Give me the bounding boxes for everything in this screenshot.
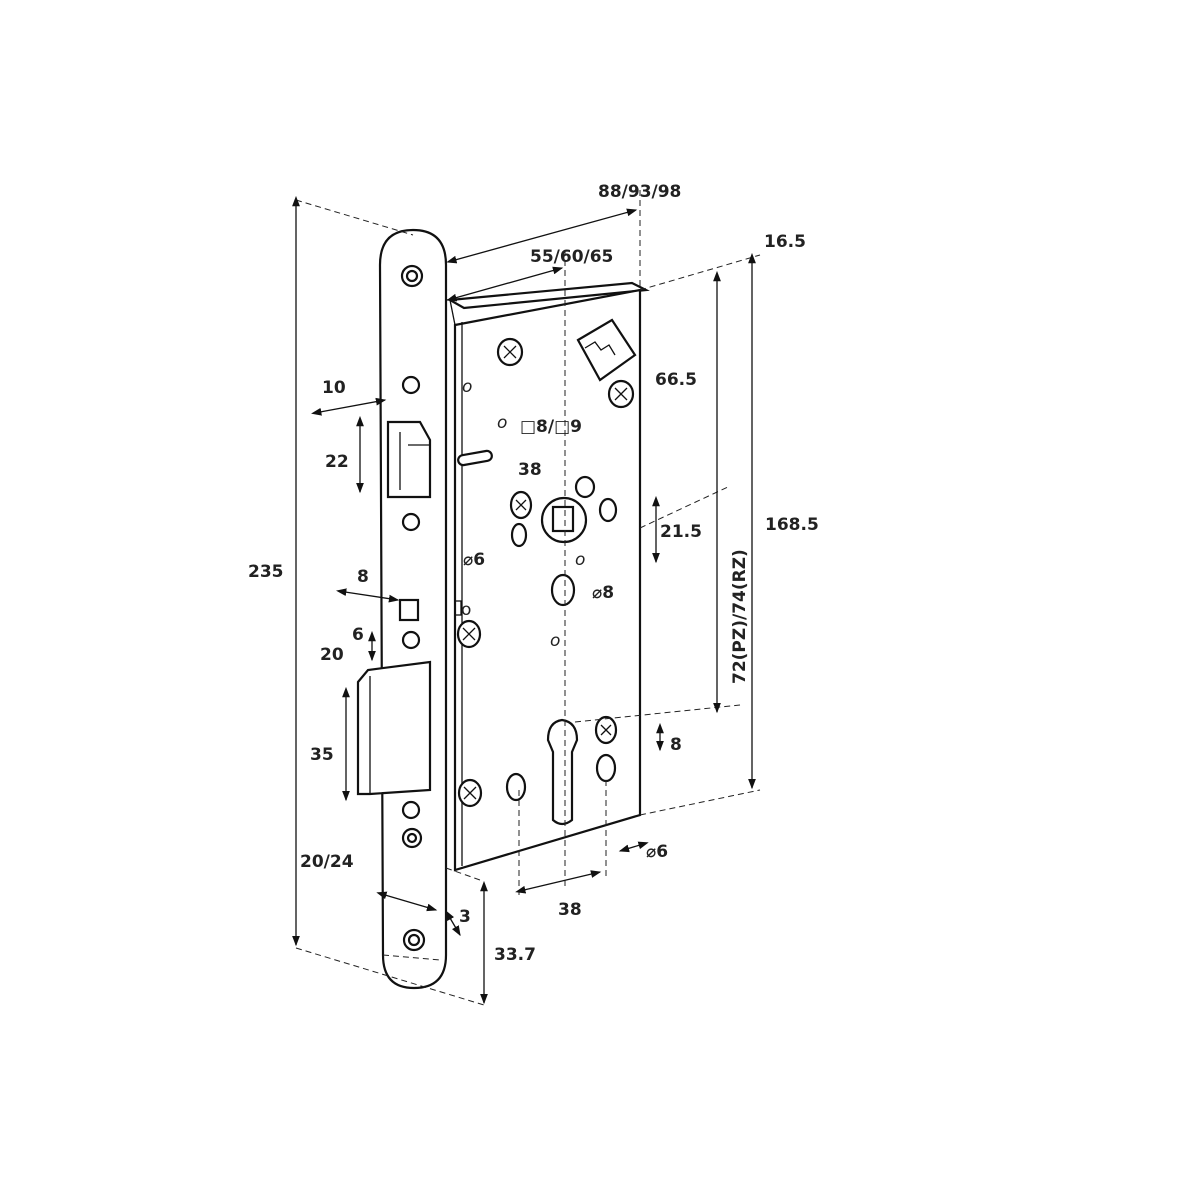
dim-faceplate-width: 20/24 [300, 852, 354, 872]
svg-text:o: o [462, 377, 472, 397]
cylinder-cutout [546, 718, 579, 826]
faceplate-screw-holes [400, 264, 426, 952]
dim-distance: 72(PZ)/74(RZ) [730, 549, 750, 684]
screw-icon [457, 778, 483, 808]
latch-bolt [386, 420, 432, 499]
dimension-lines [292, 195, 756, 1005]
screw-icon [594, 715, 618, 745]
dim-cylinder-offset: 8 [670, 735, 682, 755]
dim-fixing-spacing-bottom: 38 [558, 900, 582, 920]
dim-hole-bottom: ⌀6 [646, 842, 668, 862]
dim-latch-height: 22 [325, 452, 349, 472]
dim-follower-offset: 21.5 [660, 522, 702, 542]
trigger-bolt [398, 598, 420, 622]
dimension-labels: 88/93/98 55/60/65 16.5 66.5 10 22 □8/□9 … [248, 182, 819, 965]
dim-backset: 55/60/65 [530, 247, 613, 267]
dim-bottom-offset: 33.7 [494, 945, 536, 965]
svg-text:o: o [461, 600, 471, 620]
dim-fixing-spacing-top: 38 [518, 460, 542, 480]
screw-icon [509, 490, 533, 520]
dim-latch-projection: 10 [322, 378, 346, 398]
dim-overall-depth: 88/93/98 [598, 182, 681, 202]
dim-trigger-width: 8 [357, 567, 369, 587]
svg-text:o: o [550, 631, 560, 651]
dim-hole-large: ⌀8 [592, 583, 614, 603]
dim-faceplate-thickness: 3 [459, 907, 471, 927]
dim-case-height: 168.5 [765, 515, 819, 535]
dim-bolt-height: 35 [310, 745, 334, 765]
switch-component [576, 318, 637, 382]
screw-icon [607, 379, 635, 409]
lock-case [446, 281, 650, 872]
screw-icon [496, 337, 524, 367]
dim-spindle: □8/□9 [520, 417, 582, 437]
dim-bolt-projection: 20 [320, 645, 344, 665]
dim-trigger-height: 6 [352, 625, 364, 645]
svg-text:o: o [575, 550, 585, 570]
case-internals: o o o o o [454, 318, 637, 826]
faceplate [356, 228, 448, 990]
dim-follower-height: 66.5 [655, 370, 697, 390]
dim-hole-small: ⌀6 [463, 550, 485, 570]
screw-icon [456, 619, 482, 649]
dim-case-thickness: 16.5 [764, 232, 806, 252]
dim-faceplate-length: 235 [248, 562, 284, 582]
svg-text:o: o [497, 413, 507, 433]
dead-bolt [356, 660, 432, 796]
